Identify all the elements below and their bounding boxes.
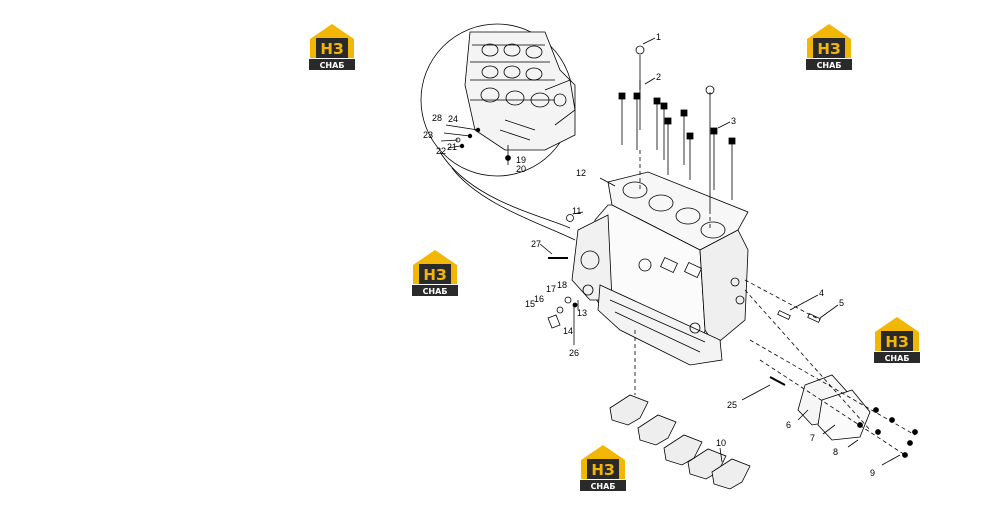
callout-2: 2 [656, 72, 661, 82]
main-bearing-caps [609, 330, 751, 490]
detail-leader-curve-2 [451, 167, 576, 241]
callout-1: 1 [656, 32, 661, 42]
callout-25: 25 [727, 400, 737, 410]
dowel-pins [548, 257, 821, 386]
logo-word: СНАБ [817, 61, 842, 70]
logo-watermark-2: НЗ СНАБ [804, 23, 854, 71]
inset-small-parts [440, 124, 511, 165]
callout-5: 5 [839, 298, 844, 308]
callout-7: 7 [810, 433, 815, 443]
logo-watermark-1: НЗ СНАБ [307, 23, 357, 71]
callout-22: 22 [436, 146, 446, 156]
callout-8: 8 [833, 447, 838, 457]
callout-3: 3 [731, 116, 736, 126]
callout-14: 14 [563, 326, 573, 336]
callout-16: 16 [534, 294, 544, 304]
callout-27: 27 [531, 239, 541, 249]
callout-4: 4 [819, 288, 824, 298]
logo-word: СНАБ [320, 61, 345, 70]
callout-21: 21 [447, 142, 457, 152]
callout-20: 20 [516, 164, 526, 174]
callout-leaders [539, 37, 901, 466]
callout-24: 24 [448, 114, 458, 124]
head-bolts [618, 45, 736, 230]
callout-10: 10 [716, 438, 726, 448]
logo-watermark-4: НЗ СНАБ [872, 316, 922, 364]
logo-letters: НЗ [817, 40, 840, 58]
callout-11: 11 [572, 206, 581, 216]
callout-13: 13 [577, 308, 587, 318]
callout-15: 15 [525, 299, 535, 309]
inset-block-detail [464, 31, 576, 151]
logo-letters: НЗ [423, 266, 446, 284]
logo-watermark-3: НЗ СНАБ [410, 249, 460, 297]
logo-watermark-5: НЗ СНАБ [578, 444, 628, 492]
callout-17: 17 [546, 284, 556, 294]
fastener-bolts [857, 407, 918, 458]
callout-26: 26 [569, 348, 579, 358]
callout-9: 9 [870, 468, 875, 478]
callout-12: 12 [576, 168, 586, 178]
logo-word: СНАБ [423, 287, 448, 296]
detail-leader-curve [439, 151, 571, 229]
logo-letters: НЗ [885, 333, 908, 351]
main-engine-block [571, 171, 749, 366]
callout-6: 6 [786, 420, 791, 430]
logo-letters: НЗ [320, 40, 343, 58]
callout-18: 18 [557, 280, 567, 290]
logo-letters: НЗ [591, 461, 614, 479]
callout-28: 28 [432, 113, 442, 123]
callout-23: 23 [423, 130, 433, 140]
logo-word: СНАБ [591, 482, 616, 491]
callout-19: 19 [516, 155, 526, 165]
logo-word: СНАБ [885, 354, 910, 363]
